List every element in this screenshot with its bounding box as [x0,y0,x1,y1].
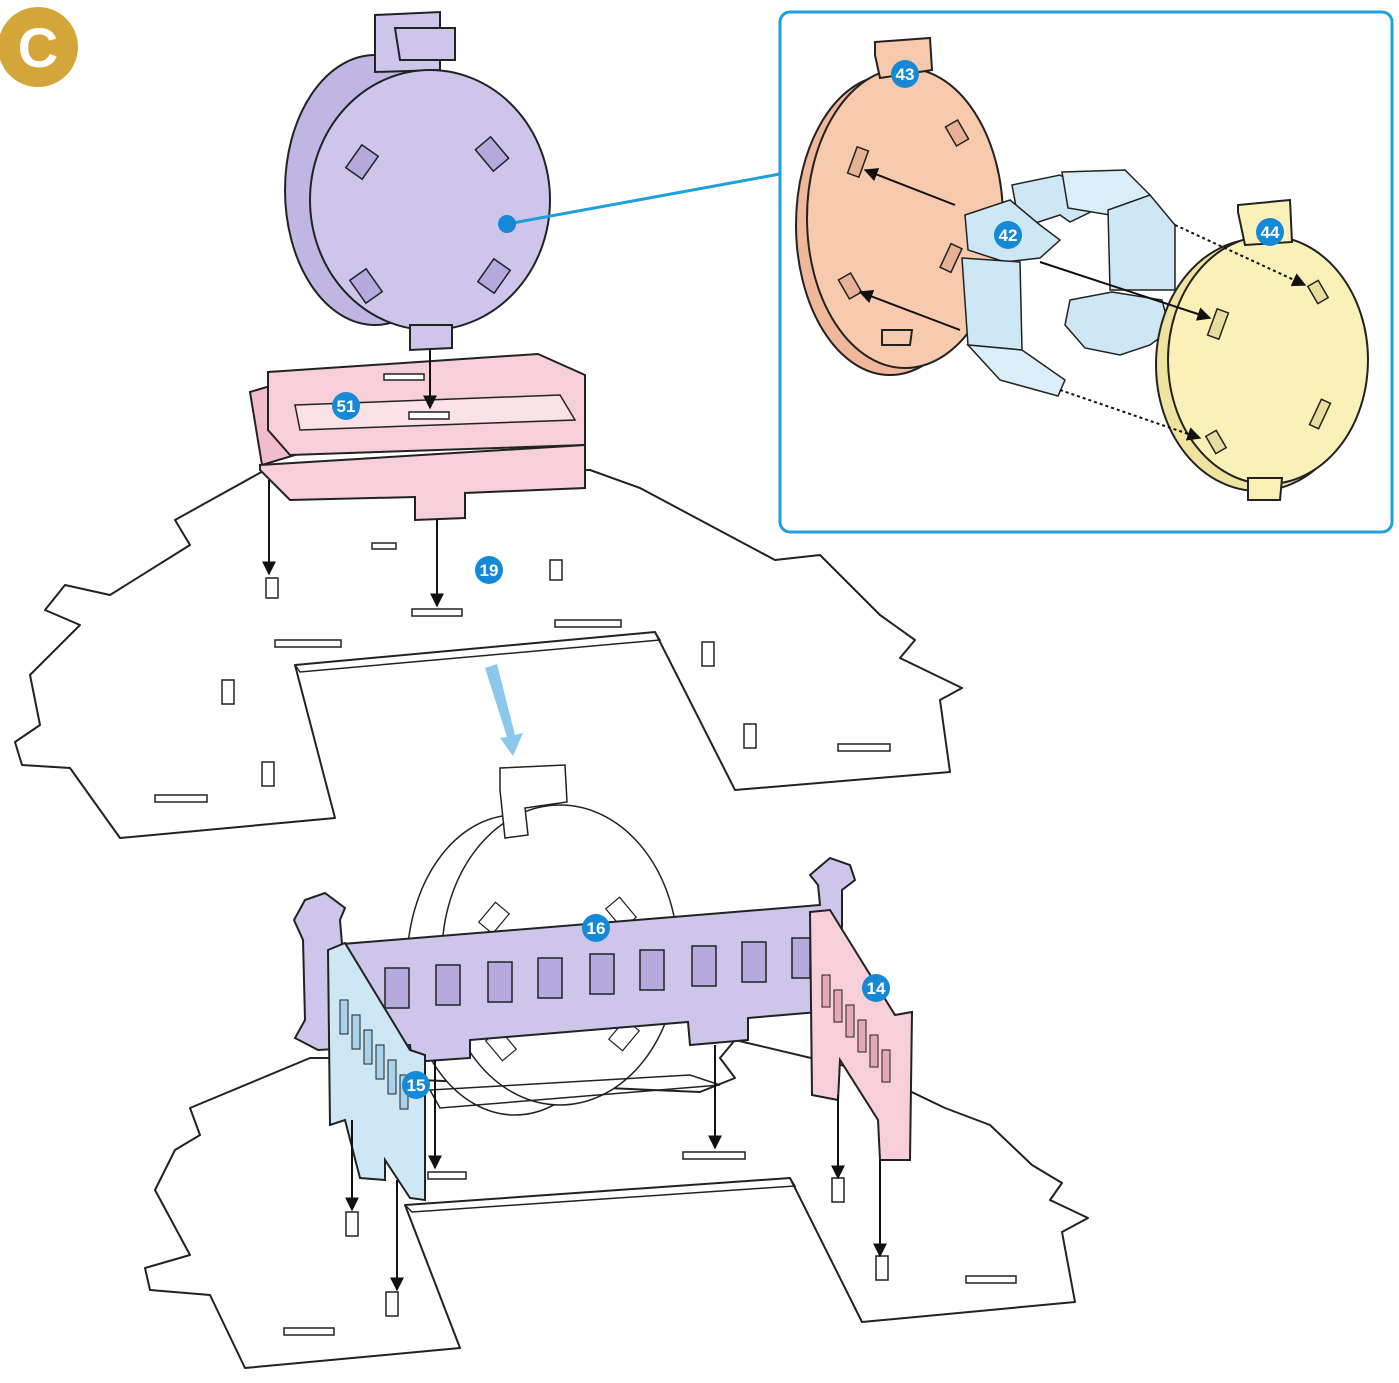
part-badge-51: 51 [332,392,360,420]
part-badge-14: 14 [862,974,890,1002]
drum-assembly-top [284,10,551,352]
part-label-14: 14 [867,979,886,998]
part-51-block [248,352,586,522]
callout-arrows [858,168,1307,441]
part-badge-43: 43 [891,60,919,88]
base-plate-upper [14,469,963,839]
part-label-15: 15 [407,1076,426,1095]
part-label-16: 16 [587,919,606,938]
lower-arrows [345,1045,887,1292]
part-label-51: 51 [337,397,356,416]
part-16-fence [292,856,857,1064]
part-label-43: 43 [896,65,915,84]
part-label-42: 42 [999,226,1018,245]
step-label: C [18,16,58,79]
part-label-44: 44 [1261,223,1280,242]
part-badge-44: 44 [1256,218,1284,246]
callout-connector [498,172,781,233]
callout-box [778,10,1394,534]
base-plate-lower [144,1039,1089,1369]
step-badge-circle [0,7,78,87]
part-badge-16: 16 [582,914,610,942]
part-43-disc [795,36,1004,376]
part-42-frame [961,169,1176,397]
guide-arrow [485,664,523,756]
part-label-19: 19 [480,561,499,580]
step-badge: C [0,7,78,87]
part-badge-15: 15 [402,1071,430,1099]
part-badge-42: 42 [994,221,1022,249]
part-44-disc [1155,198,1369,501]
upper-arrows [262,350,444,608]
part-badge-19: 19 [475,556,503,584]
